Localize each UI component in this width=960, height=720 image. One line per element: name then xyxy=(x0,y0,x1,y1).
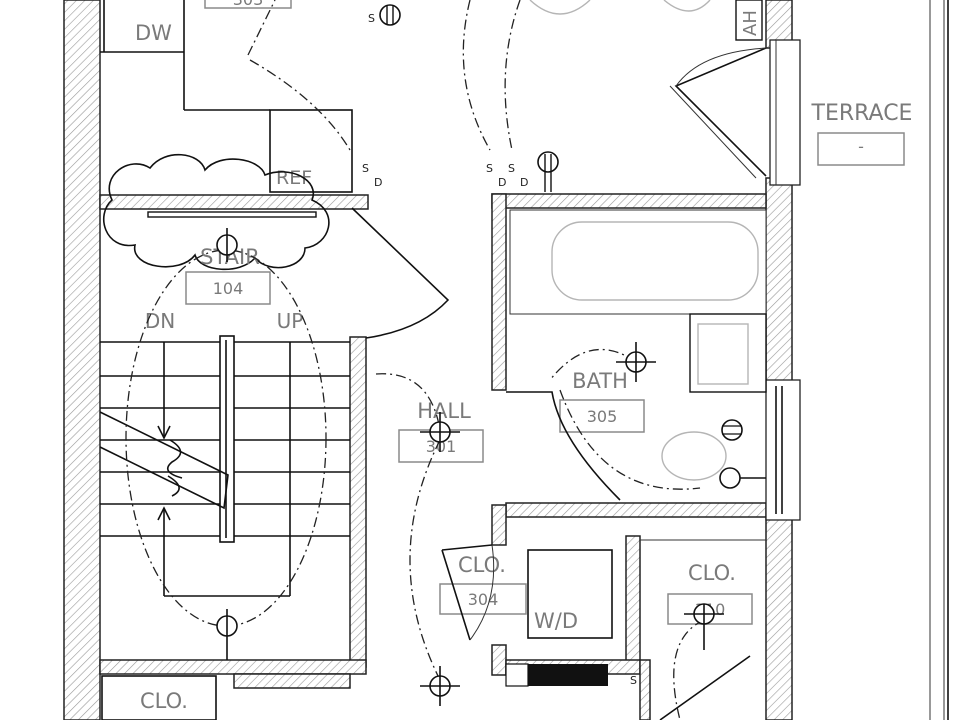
washer-dryer xyxy=(527,549,613,639)
switch-d-label: D xyxy=(520,176,528,189)
stair-north-wall xyxy=(99,194,369,210)
closet-sw-stub xyxy=(491,644,507,676)
bath-number: 305 xyxy=(587,407,618,426)
west-exterior-wall xyxy=(63,0,101,720)
electrical-symbols xyxy=(216,4,766,706)
light-fixture-icon xyxy=(216,228,238,262)
refrigerator xyxy=(269,109,353,193)
bathtub xyxy=(551,221,759,301)
light-fixture-icon xyxy=(616,342,656,382)
toilet xyxy=(661,431,727,481)
east-wall-low xyxy=(765,515,793,720)
switch-s-label: S xyxy=(368,12,375,25)
stair-up-label: UP xyxy=(277,309,304,333)
switch-s-label: S xyxy=(362,162,369,175)
stair-center-rail xyxy=(219,335,235,543)
bath-window xyxy=(765,379,801,521)
light-fixture-icon xyxy=(420,412,460,452)
bathroom: BATH 305 xyxy=(506,209,767,501)
room-tag-303 xyxy=(204,0,292,9)
walls xyxy=(63,0,793,720)
washer-dryer-label: W/D xyxy=(534,609,578,633)
stair-south-wall xyxy=(99,659,367,675)
lower-closet-label: CLO. xyxy=(140,689,188,713)
stair: DN UP STAIR 104 xyxy=(99,245,350,627)
light-fixture-icon xyxy=(684,603,724,650)
refrigerator-label: REF xyxy=(276,167,312,189)
light-fixture-icon xyxy=(216,609,238,660)
closet-310-label: CLO. xyxy=(688,561,736,585)
dishwasher-label: DW xyxy=(135,21,172,45)
hall-number: 301 xyxy=(426,437,457,456)
room-number-303: 303 xyxy=(233,0,264,9)
air-handler-label: AH xyxy=(740,10,761,36)
bath-label: BATH xyxy=(572,369,628,393)
revision-cloud xyxy=(103,153,330,271)
switch-marks: S D S D S D S S xyxy=(362,12,637,687)
terrace-number: - xyxy=(858,137,864,156)
hall-label: HALL xyxy=(417,399,471,423)
air-handler-box xyxy=(735,0,763,41)
stair-tag xyxy=(185,271,271,305)
sink xyxy=(697,323,749,385)
switch-d-label: D xyxy=(374,176,382,189)
exhaust-fan-icon xyxy=(721,419,743,441)
switch-s-label: S xyxy=(486,162,493,175)
bath-west-wall xyxy=(491,193,507,391)
vanity xyxy=(689,313,767,393)
stair-east-wall xyxy=(349,336,367,668)
switch-s-label: S xyxy=(630,674,637,687)
light-fixture-icon xyxy=(420,666,460,706)
closet-b-west-low xyxy=(639,659,651,720)
terrace-tag xyxy=(817,132,905,166)
switch-d-label: D xyxy=(498,176,506,189)
kitchen-door-swing xyxy=(351,207,450,339)
kitchen-area: 303 DW REF xyxy=(100,0,353,271)
lower-partition xyxy=(233,673,351,689)
terrace-label: TERRACE xyxy=(811,101,913,126)
closet-304-label: CLO. xyxy=(458,553,506,577)
wall-light-icon xyxy=(719,467,766,489)
terrace-door-frame xyxy=(769,39,801,186)
closet-304-number: 304 xyxy=(468,590,499,609)
closet-north-wall xyxy=(505,502,767,518)
switch-s-label: S xyxy=(508,162,515,175)
outlet-icon xyxy=(379,4,401,26)
east-wall-mid xyxy=(765,177,793,387)
closet-divider xyxy=(625,535,641,667)
closet-west-stub xyxy=(491,504,507,546)
water-heater xyxy=(528,664,608,686)
bath-tag xyxy=(559,399,645,433)
bath-north-wall xyxy=(491,193,767,209)
stair-number: 104 xyxy=(213,279,244,298)
stair-dn-label: DN xyxy=(145,309,175,333)
stair-break-line xyxy=(99,411,229,510)
outlet-icon xyxy=(537,151,559,192)
lower-closet xyxy=(101,675,217,720)
